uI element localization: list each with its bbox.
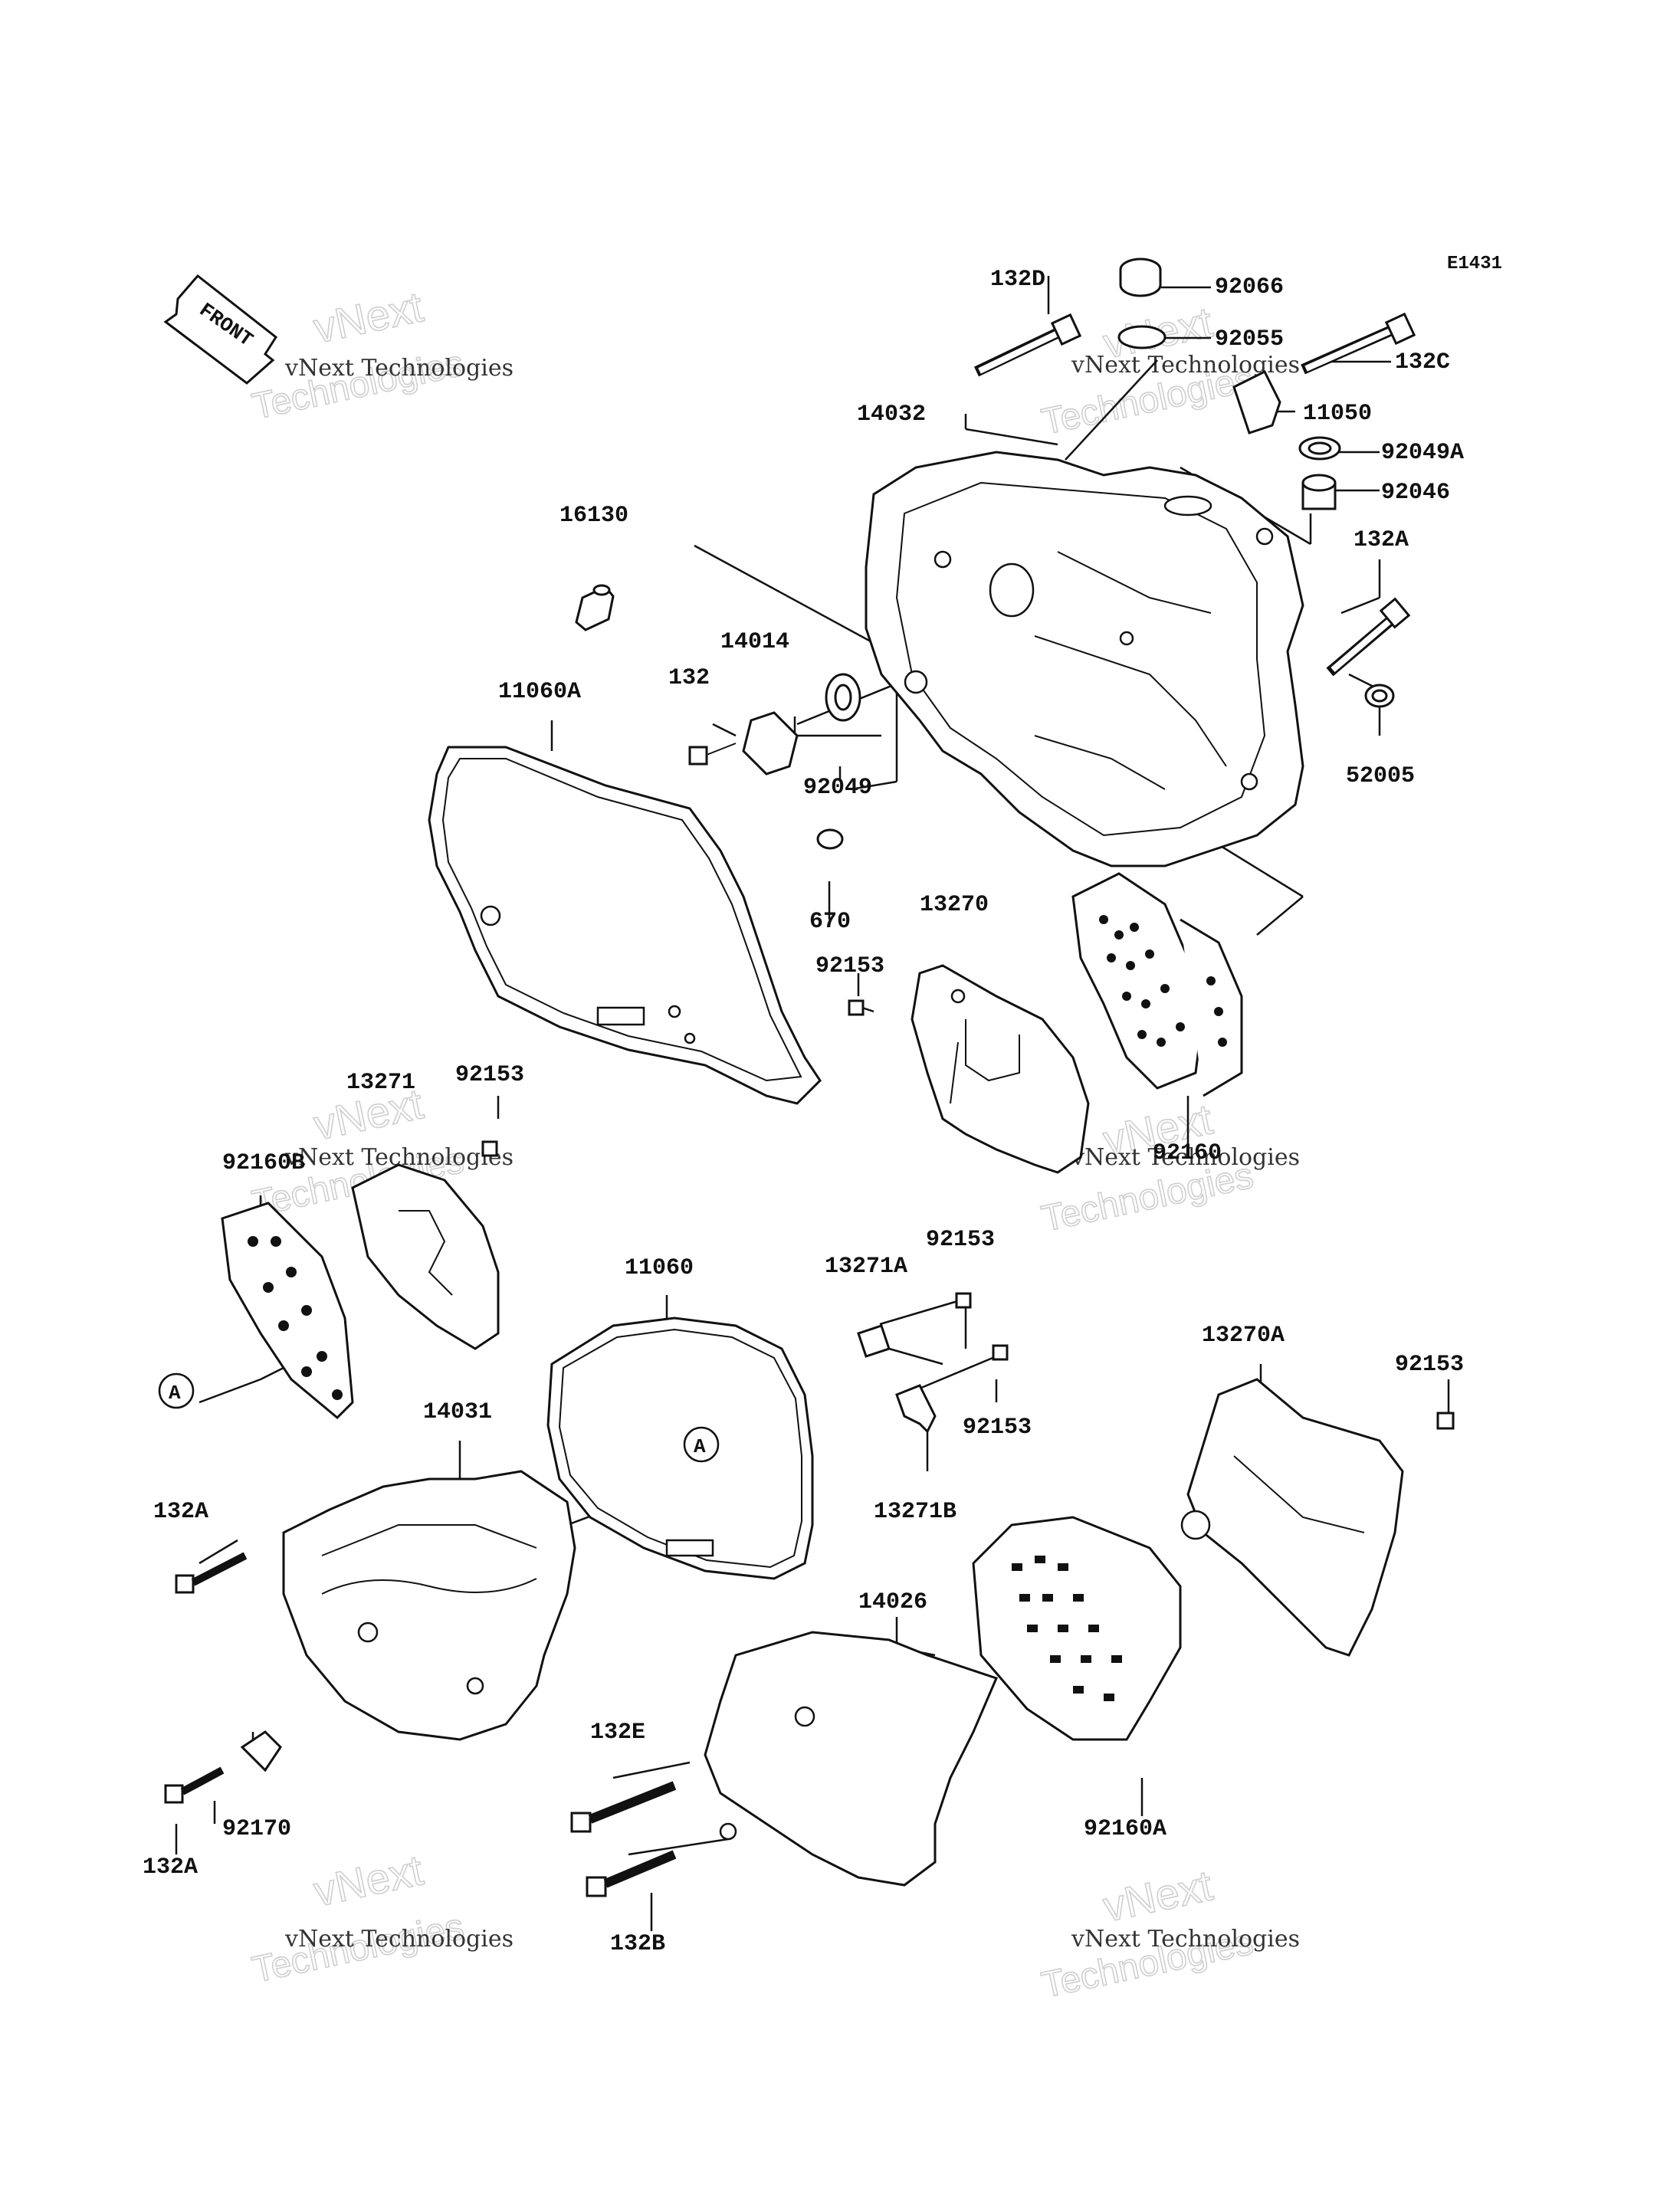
callout-a-label: A bbox=[694, 1435, 706, 1458]
part-label: 132A bbox=[143, 1854, 198, 1881]
seal-92049-icon bbox=[825, 673, 861, 722]
part-label: 13271B bbox=[874, 1499, 956, 1525]
part-label: 92055 bbox=[1215, 326, 1284, 353]
watermark-company: vNext Technologies bbox=[284, 355, 514, 382]
leader-lines bbox=[175, 276, 1450, 1931]
watermark-word-vnext: vNext bbox=[310, 282, 428, 352]
part-label: 132A bbox=[153, 1499, 208, 1525]
watermark-company: vNext Technologies bbox=[1071, 1926, 1300, 1953]
watermark-company: vNext Technologies bbox=[1071, 1144, 1300, 1171]
part-label: 92046 bbox=[1381, 480, 1450, 506]
part-label: 132D bbox=[990, 267, 1045, 293]
part-label: 14032 bbox=[857, 402, 926, 428]
guard-14026-icon bbox=[704, 1631, 999, 1887]
part-label: 92160B bbox=[222, 1150, 305, 1176]
mesh-guard-92160b-icon bbox=[221, 1202, 354, 1420]
bolt-92153-icon bbox=[955, 1292, 972, 1309]
part-label: 92153 bbox=[455, 1062, 524, 1088]
part-label: 132 bbox=[668, 665, 710, 691]
bolt-132-icon bbox=[688, 743, 737, 766]
part-label: 11050 bbox=[1303, 401, 1372, 427]
bolt-92153-icon bbox=[992, 1344, 1009, 1361]
mesh-guard-92160a-icon bbox=[972, 1516, 1182, 1741]
watermark-word-vnext: vNext bbox=[310, 1845, 428, 1915]
clamp-92170-icon bbox=[240, 1730, 282, 1772]
part-label: 11060 bbox=[625, 1255, 694, 1281]
diagram-code: E1431 bbox=[1447, 254, 1502, 274]
part-label: 13270 bbox=[920, 892, 989, 918]
bolt-132b-icon bbox=[586, 1850, 677, 1897]
part-label: 92153 bbox=[815, 953, 884, 979]
part-labels: 92066 132D 92055 132C 11050 14032 92049A… bbox=[143, 267, 1464, 1957]
part-label: 92049A bbox=[1381, 440, 1464, 466]
watermark-word-vnext: vNext bbox=[1099, 1861, 1217, 1930]
part-label: 92160 bbox=[1153, 1140, 1222, 1166]
clutch-cover-14032-icon bbox=[865, 451, 1304, 867]
part-label: 132A bbox=[1354, 527, 1409, 553]
callout-a-label: A bbox=[169, 1382, 181, 1405]
seal-52005-icon bbox=[1364, 684, 1395, 708]
plug-16130-icon bbox=[575, 584, 615, 631]
bolt-132d-icon bbox=[973, 313, 1082, 377]
part-label: 92170 bbox=[222, 1816, 291, 1842]
o-ring-670-icon bbox=[816, 828, 844, 850]
part-label: 13271 bbox=[346, 1070, 415, 1096]
callout-a: A bbox=[683, 1426, 720, 1463]
front-arrow-icon: FRONT bbox=[163, 274, 277, 385]
part-label: 92160A bbox=[1084, 1816, 1166, 1842]
bolt-132e-icon bbox=[570, 1781, 677, 1833]
cap-92066-icon bbox=[1119, 257, 1162, 297]
clip-13271a-icon bbox=[857, 1324, 891, 1358]
part-label: 670 bbox=[809, 909, 851, 935]
bolt-132c-icon bbox=[1301, 312, 1416, 375]
part-label: 52005 bbox=[1346, 763, 1415, 789]
bolt-92153-icon bbox=[1436, 1412, 1455, 1430]
part-label: 92153 bbox=[926, 1227, 995, 1253]
plate-13270-icon bbox=[911, 964, 1090, 1174]
part-label: 14014 bbox=[720, 629, 789, 655]
bracket-11050-icon bbox=[1232, 369, 1281, 434]
part-label: 132B bbox=[610, 1931, 665, 1957]
bolt-92153-icon bbox=[481, 1140, 498, 1157]
bolt-132a-icon bbox=[1326, 597, 1411, 677]
part-label: 14031 bbox=[423, 1399, 492, 1425]
part-label: 13271A bbox=[825, 1254, 907, 1280]
callout-a: A bbox=[158, 1372, 195, 1409]
generator-cover-14031-icon bbox=[282, 1470, 576, 1741]
part-label: 132C bbox=[1395, 349, 1450, 375]
gasket-11060a-icon bbox=[428, 746, 822, 1105]
part-label: 92066 bbox=[1215, 274, 1284, 300]
seal-92049a-icon bbox=[1298, 436, 1341, 461]
part-label: 16130 bbox=[559, 503, 628, 529]
part-label: 132E bbox=[590, 1720, 645, 1746]
plate-14014-icon bbox=[742, 711, 799, 776]
part-label: 11060A bbox=[498, 679, 581, 705]
part-label: 92153 bbox=[1395, 1352, 1464, 1378]
bearing-92046-icon bbox=[1301, 474, 1337, 510]
part-label: 14026 bbox=[858, 1589, 927, 1615]
plate-13270a-icon bbox=[1180, 1378, 1404, 1657]
part-label: 92153 bbox=[963, 1415, 1032, 1441]
watermark-company: vNext Technologies bbox=[284, 1926, 514, 1953]
o-ring-92055-icon bbox=[1117, 325, 1166, 349]
mesh-guard-92160-icon bbox=[1071, 872, 1243, 1097]
bolt-132a-icon bbox=[164, 1766, 225, 1804]
bolt-92153-icon bbox=[848, 999, 865, 1016]
part-label: 92049 bbox=[803, 775, 872, 801]
clip-13271b-icon bbox=[895, 1384, 937, 1434]
part-label: 13270A bbox=[1202, 1323, 1285, 1349]
bolt-132a-icon bbox=[175, 1552, 248, 1594]
plate-13271-icon bbox=[351, 1163, 500, 1350]
gasket-11060-icon bbox=[546, 1317, 814, 1580]
